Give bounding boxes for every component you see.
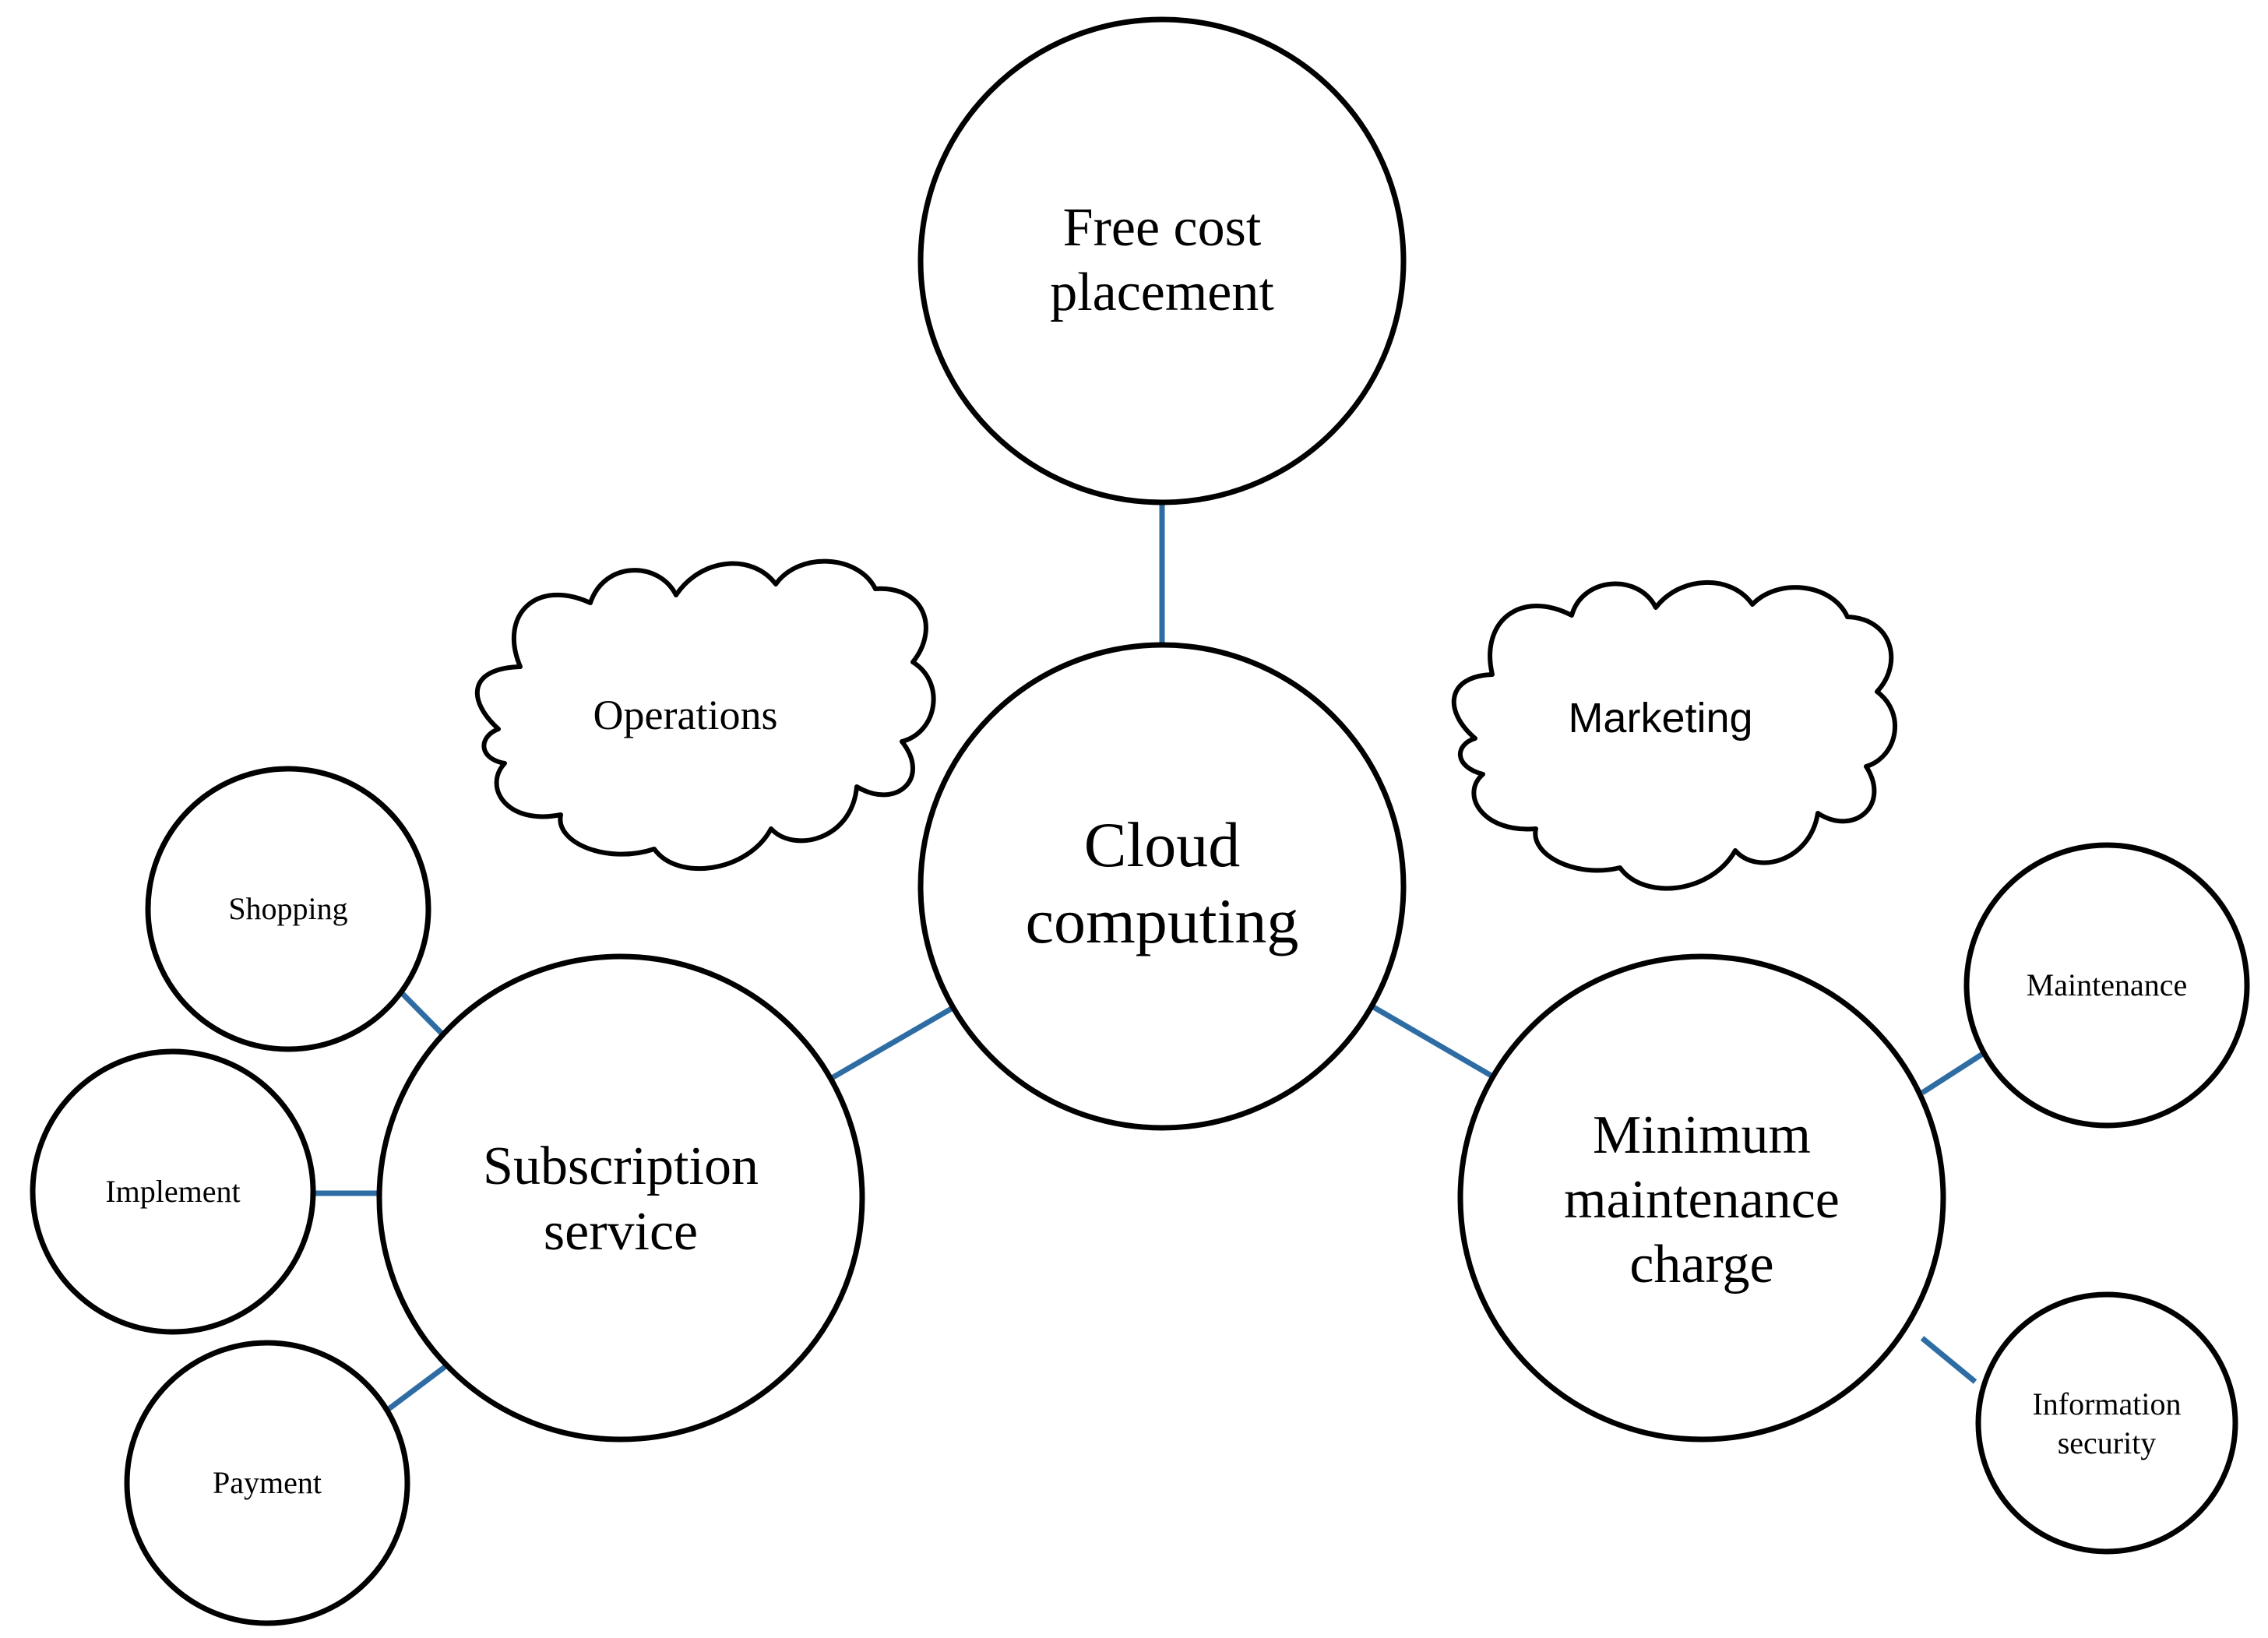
operations-label: Operations: [593, 692, 778, 738]
node-circle-maintenance: [1963, 842, 2250, 1129]
marketing-cloud: Marketing: [1451, 579, 1897, 891]
node-implement: Implement: [30, 1048, 316, 1335]
information-security-line-2: security: [2058, 1425, 2157, 1460]
node-subscription-service: Subscription service: [376, 953, 865, 1442]
node-circle-payment: [124, 1340, 410, 1626]
node-circle-center: [917, 642, 1407, 1131]
cloud-shape-operations: [474, 558, 936, 872]
node-center-line-1: Cloud: [1084, 809, 1240, 880]
node-minimum-maintenance-charge: Minimum maintenance charge: [1457, 953, 1946, 1442]
node-center-line-2: computing: [1026, 886, 1299, 956]
node-left-line-1: Subscription: [483, 1136, 759, 1196]
node-circle-right: [1457, 953, 1946, 1442]
node-right-line-2: maintenance: [1564, 1170, 1840, 1230]
node-information-security: Information security: [1975, 1291, 2238, 1555]
implement-label: Implement: [105, 1174, 240, 1209]
node-circle-information-security: [1975, 1291, 2238, 1555]
shopping-label: Shopping: [228, 891, 347, 926]
node-top-line-1: Free cost: [1063, 198, 1262, 258]
node-maintenance: Maintenance: [1963, 842, 2250, 1129]
connector-left-payment: [380, 1362, 450, 1416]
node-circle-shopping: [145, 766, 431, 1052]
node-top-line-2: placement: [1050, 262, 1274, 322]
node-right-line-3: charge: [1629, 1235, 1773, 1295]
node-cloud-computing: Cloud computing: [917, 642, 1407, 1131]
payment-label: Payment: [213, 1465, 322, 1500]
node-payment: Payment: [124, 1340, 410, 1626]
node-circle-implement: [30, 1048, 316, 1335]
connector-center-right: [1369, 1002, 1497, 1081]
node-circle-left: [376, 953, 865, 1442]
cloud-shape-marketing: [1451, 579, 1897, 891]
connector-right-security: [1920, 1336, 1977, 1384]
connector-center-left: [830, 1004, 956, 1081]
information-security-line-1: Information: [2032, 1386, 2181, 1421]
node-left-line-2: service: [544, 1202, 698, 1262]
node-shopping: Shopping: [145, 766, 431, 1052]
node-circle-top: [917, 16, 1407, 505]
marketing-label: Marketing: [1568, 695, 1752, 742]
node-right-line-1: Minimum: [1593, 1105, 1811, 1165]
connectors: [308, 500, 2033, 1416]
node-free-cost-placement: Free cost placement: [917, 16, 1407, 505]
operations-cloud: Operations: [474, 558, 936, 872]
maintenance-label: Maintenance: [2027, 967, 2188, 1002]
